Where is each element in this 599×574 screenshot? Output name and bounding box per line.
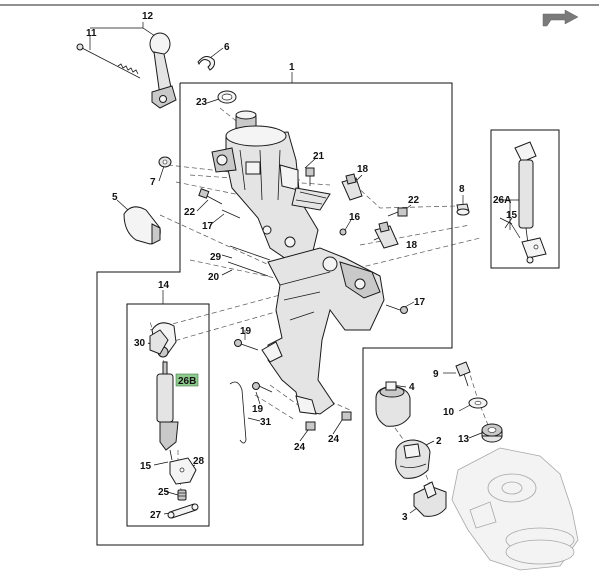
label-26b: 26B [178,376,196,387]
label-28: 28 [193,456,205,467]
label-15-inset-14: 15 [140,461,152,472]
label-25: 25 [158,487,170,498]
label-8: 8 [459,184,465,195]
part-19-bolt-upper [234,339,259,351]
label-12: 12 [142,11,154,22]
label-17-right: 17 [414,297,426,308]
label-10: 10 [443,407,455,418]
part-30-bracket [149,329,169,355]
label-19-upper: 19 [240,326,252,337]
part-17-pin-left [221,209,241,219]
label-1: 1 [289,62,295,73]
label-22-right: 22 [408,195,420,206]
steering-valve-ghost [451,447,579,571]
label-26b-highlight [175,373,199,387]
label-20: 20 [208,272,220,283]
part-31-wire [229,381,247,444]
label-13: 13 [458,434,470,445]
part-25-spring [177,489,187,501]
label-15-inset-26a: 15 [506,210,518,221]
label-6: 6 [224,42,230,53]
label-19-lower: 19 [252,404,264,415]
label-2: 2 [436,436,442,447]
part-17-pin-right [385,304,408,314]
label-22-left: 22 [184,207,196,218]
label-14: 14 [158,280,170,291]
part-16-pin [339,228,347,236]
label-23: 23 [196,97,208,108]
part-18-clip-lower [374,221,399,249]
part-7-nut [158,156,172,168]
label-11: 11 [86,28,97,39]
part-22-bolt-left [198,188,223,205]
part-6-clip [197,56,215,71]
label-27: 27 [150,510,162,521]
label-31: 31 [260,417,272,428]
part-28-block [169,457,197,485]
part-3-yoke [413,481,447,517]
label-5: 5 [112,192,118,203]
label-7: 7 [150,177,156,188]
part-22-bolt-right [387,207,408,217]
label-3: 3 [402,512,408,523]
label-16: 16 [349,212,361,223]
part-10-washer [468,397,488,409]
part-2-coupler [395,439,431,479]
part-4-coupling [375,381,411,427]
part-26a-gas-spring [499,141,547,264]
part-1-steering-column [211,110,331,266]
label-4: 4 [409,382,415,393]
label-29: 29 [210,252,222,263]
assembly-frame-1 [96,82,453,546]
part-24-nut-left [305,421,316,431]
part-12-tilt-lever [149,32,177,109]
label-21: 21 [313,151,325,162]
part-23-ring [217,90,237,104]
part-11-long-bolt [76,43,141,79]
inset-frame-26a [490,129,560,269]
part-8-bolt [456,203,470,216]
part-19-bolt-lower [252,382,273,393]
label-24-right: 24 [328,434,340,445]
lower-bracket [261,247,385,415]
label-18-upper: 18 [357,164,369,175]
inset-frame-14 [126,303,210,527]
label-17-left: 17 [202,221,214,232]
part-27-link [167,503,199,519]
part-24-nut-right [341,411,352,421]
part-29-rod [229,245,271,261]
part-9-bolt [455,361,471,387]
label-30: 30 [134,338,146,349]
part-18-clip-upper [341,173,363,201]
label-26a: 26A [493,195,511,206]
callout-labels: 1 2 3 4 5 6 7 8 9 10 11 12 13 14 15 15 1… [86,11,518,523]
label-24-left: 24 [294,442,306,453]
next-page-arrow-icon[interactable] [542,9,579,27]
part-20-rod [227,261,269,277]
part-13-bushing [481,423,503,443]
label-9: 9 [433,369,439,380]
part-5-pad [123,206,161,245]
label-18-lower: 18 [406,240,418,251]
part-21-screw [305,167,315,186]
